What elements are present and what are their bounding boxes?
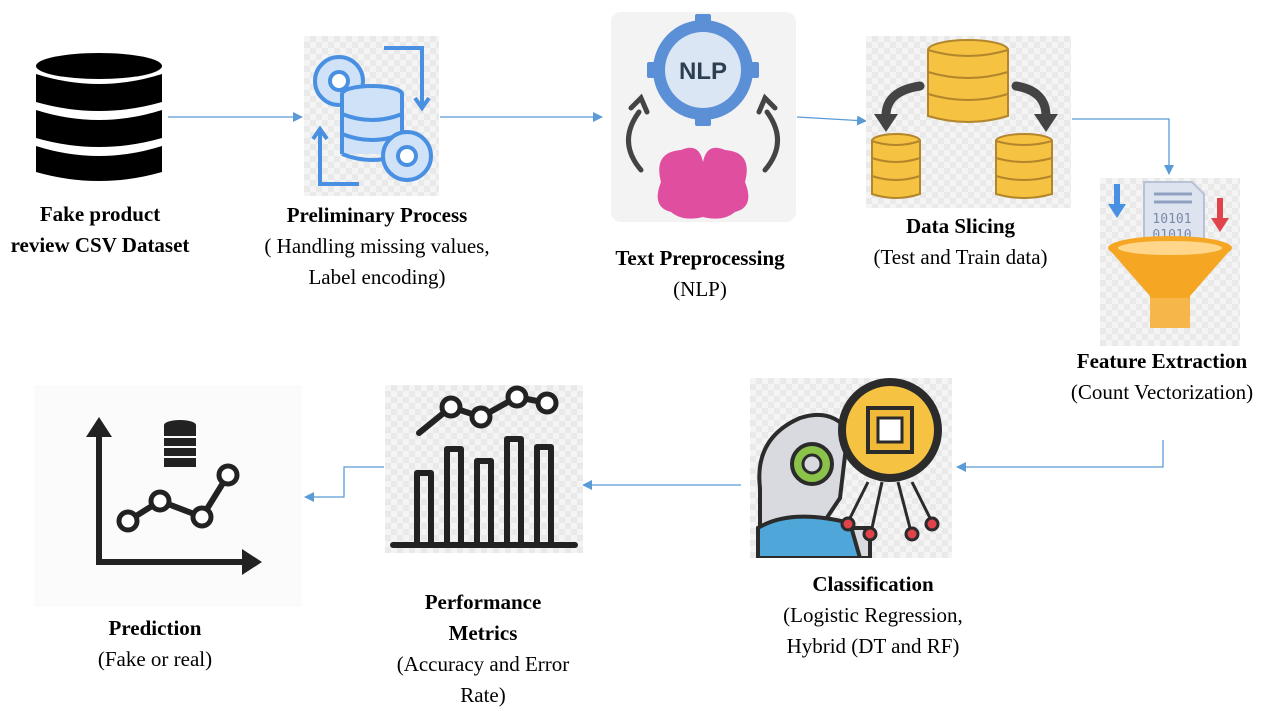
metrics-label: Performance Metrics (Accuracy and Error … <box>396 590 570 707</box>
prediction-label: Prediction (Fake or real) <box>97 616 213 671</box>
arrow-slicing-to-feature <box>1072 118 1174 175</box>
svg-text:NLP: NLP <box>679 58 727 85</box>
svg-text:10101: 10101 <box>1152 212 1191 227</box>
preliminary-label: Preliminary Process ( Handling missing v… <box>264 203 490 289</box>
feature-label: Feature Extraction (Count Vectorization) <box>1070 349 1254 404</box>
arrow-metrics-to-prediction <box>304 466 384 502</box>
gears-database-icon <box>304 36 439 196</box>
text-prep-label: Text Preprocessing (NLP) <box>615 246 785 301</box>
arrow-feature-to-classify <box>956 440 1164 472</box>
classify-label: Classification (Logistic Regression, Hyb… <box>783 572 963 658</box>
nlp-brain-icon: NLP <box>611 12 796 222</box>
bar-line-chart-icon <box>385 385 583 553</box>
ai-head-chip-icon <box>750 378 952 560</box>
database-icon <box>32 52 167 187</box>
data-split-icon <box>866 36 1071 208</box>
slicing-label: Data Slicing (Test and Train data) <box>873 214 1048 269</box>
dataset-label: Fake product review CSV Dataset <box>10 202 190 257</box>
prediction-graph-icon <box>34 385 302 607</box>
funnel-icon: 10101 01010 <box>1100 178 1240 346</box>
arrow-textprep-to-slicing <box>796 115 867 126</box>
